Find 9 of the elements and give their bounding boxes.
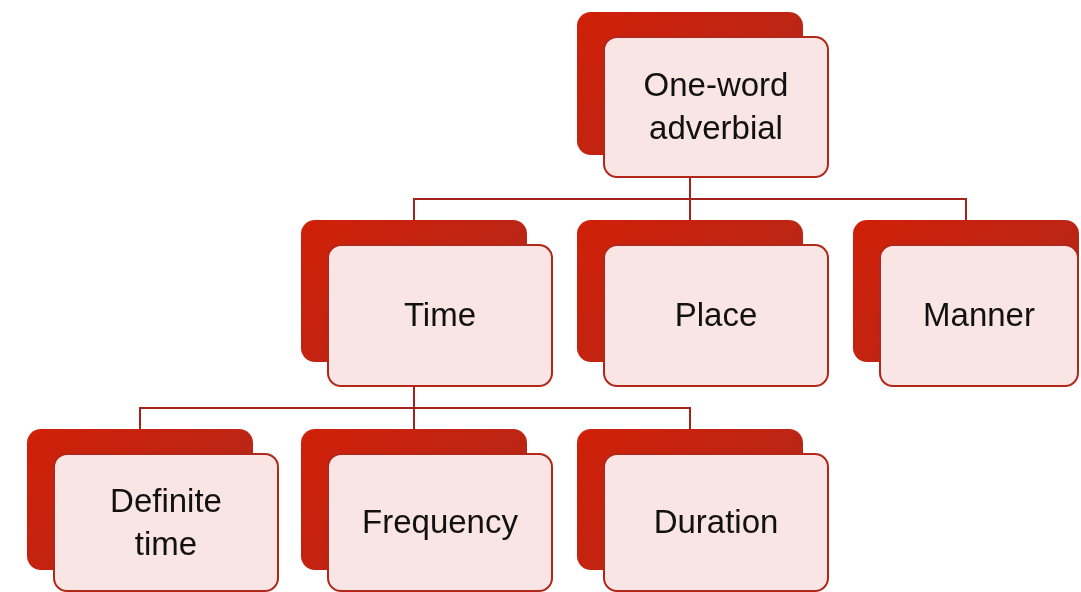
connector-line <box>413 386 691 430</box>
node-label: One-word adverbial <box>642 65 790 148</box>
node-label: Definite time <box>109 480 223 564</box>
connector-line <box>689 177 967 221</box>
node-label: Time <box>403 295 477 336</box>
node-label: Duration <box>653 502 779 543</box>
node-label: Manner <box>923 295 1035 336</box>
node-label: Frequency <box>362 502 518 543</box>
node-label: Place <box>674 295 758 336</box>
